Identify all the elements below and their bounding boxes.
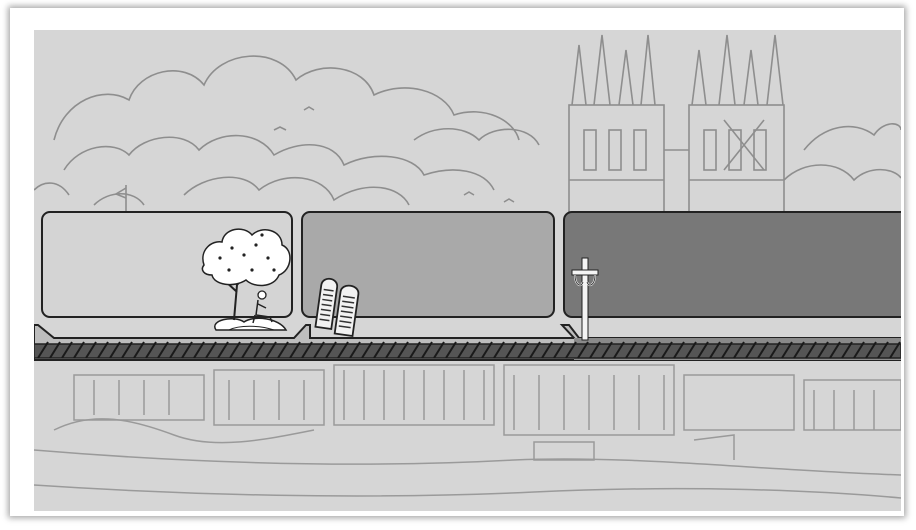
image-frame: [10, 8, 904, 516]
city-sketch: [34, 365, 901, 498]
scene-svg: [34, 30, 901, 511]
cathedral-sketch: [569, 35, 784, 215]
shelf: [34, 325, 901, 360]
flagpole-sketch: [116, 185, 126, 215]
panel-3: [564, 212, 901, 317]
illustration-scene: [34, 30, 901, 511]
cloud-sketch: [34, 56, 901, 205]
